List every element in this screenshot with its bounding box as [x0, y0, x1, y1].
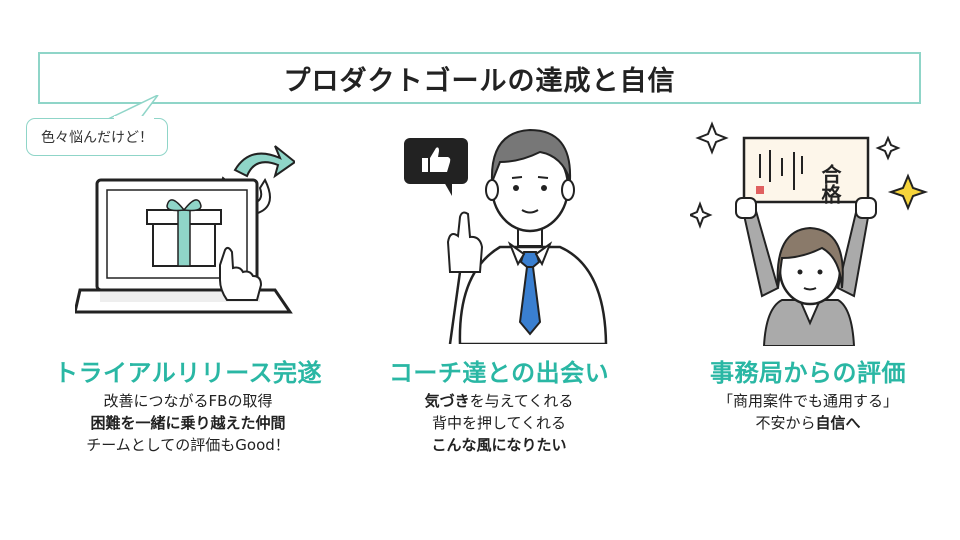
- column-title: 事務局からの評価: [710, 359, 906, 387]
- speech-bubble-tail: [107, 95, 159, 120]
- column-evaluation: 事務局からの評価 「商用案件でも通用する」 不安から自信へ: [658, 356, 958, 434]
- column-line: 気づきを与えてくれる: [349, 390, 649, 412]
- laptop-illustration: [75, 145, 295, 314]
- page-title: プロダクトゴールの達成と自信: [283, 65, 676, 97]
- passed-illustration: 合格: [690, 121, 929, 346]
- column-line: 背中を押してくれる: [431, 414, 567, 432]
- column-line-normal: を与えてくれる: [469, 392, 574, 410]
- column-trial-release: トライアルリリース完遂 改善につながるFBの取得 困難を一緒に乗り越えた仲間 チ…: [38, 356, 338, 456]
- sign-text: 合格: [818, 163, 842, 205]
- thumbs-up-icon: [404, 138, 468, 196]
- column-line: 不安から自信へ: [658, 412, 958, 434]
- bubble-tail-cover: [114, 116, 154, 121]
- column-line: 改善につながるFBの取得: [103, 392, 273, 410]
- column-line: 困難を一緒に乗り越えた仲間: [90, 414, 286, 432]
- column-line: こんな風になりたい: [431, 436, 567, 454]
- title-box: プロダクトゴールの達成と自信: [38, 52, 921, 104]
- speech-bubble: 色々悩んだけど！: [26, 118, 168, 156]
- column-line: チームとしての評価もGood！: [86, 436, 290, 454]
- speech-bubble-text: 色々悩んだけど！: [41, 130, 153, 146]
- column-title: トライアルリリース完遂: [53, 359, 323, 387]
- column-line-bold: 自信へ: [815, 414, 861, 432]
- column-title: コーチ達との出会い: [388, 359, 610, 387]
- column-line: 「商用案件でも通用する」: [717, 392, 898, 410]
- coach-illustration: [446, 128, 608, 344]
- column-line-bold: 気づき: [424, 392, 470, 410]
- column-coaches: コーチ達との出会い 気づきを与えてくれる 背中を押してくれる こんな風になりたい: [349, 356, 649, 456]
- column-line-normal: 不安から: [755, 414, 816, 432]
